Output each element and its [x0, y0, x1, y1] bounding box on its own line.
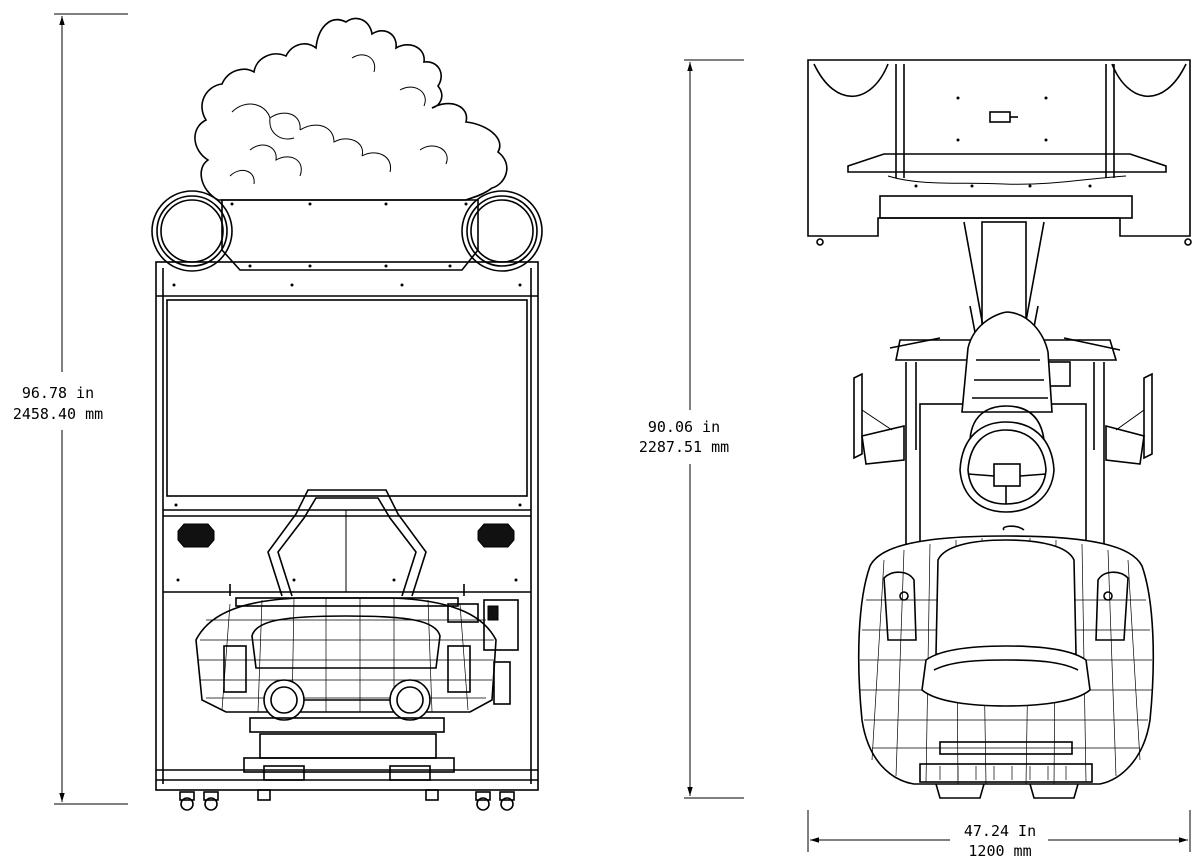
monitor-screen: [166, 299, 528, 497]
right-speaker-grille: [477, 523, 515, 548]
foliage-topper: [194, 17, 508, 201]
casters-front: [179, 789, 515, 811]
car-body-front: [195, 584, 497, 781]
side-height-inches: 90.06 in: [648, 418, 720, 436]
front-height-dimension: 96.78 in 2458.40 mm: [13, 13, 128, 805]
side-width-dimension: 47.24 In 1200 mm: [807, 810, 1191, 860]
steering-wheel: [959, 405, 1055, 513]
side-height-millimeters: 2287.51 mm: [639, 438, 729, 456]
side-width-inches: 47.24 In: [964, 822, 1036, 840]
coin-door-front: [447, 599, 519, 705]
left-speaker: [151, 190, 233, 272]
side-view: 90.06 in 2287.51 mm 47.24 In 1200 mm: [639, 59, 1192, 860]
cabinet-body: [155, 261, 539, 791]
right-speaker: [461, 190, 543, 272]
front-height-millimeters: 2458.40 mm: [13, 405, 103, 423]
side-width-millimeters: 1200 mm: [968, 842, 1031, 860]
front-height-inches: 96.78 in: [22, 384, 94, 402]
car-body-top: [857, 525, 1155, 799]
seat-back: [267, 489, 427, 597]
header-sign: [221, 199, 479, 271]
side-height-dimension: 90.06 in 2287.51 mm: [639, 59, 744, 799]
front-view: 96.78 in 2458.40 mm: [13, 13, 543, 811]
steering-column: [961, 311, 1053, 413]
top-body: [807, 59, 1192, 246]
left-speaker-grille: [177, 523, 215, 548]
